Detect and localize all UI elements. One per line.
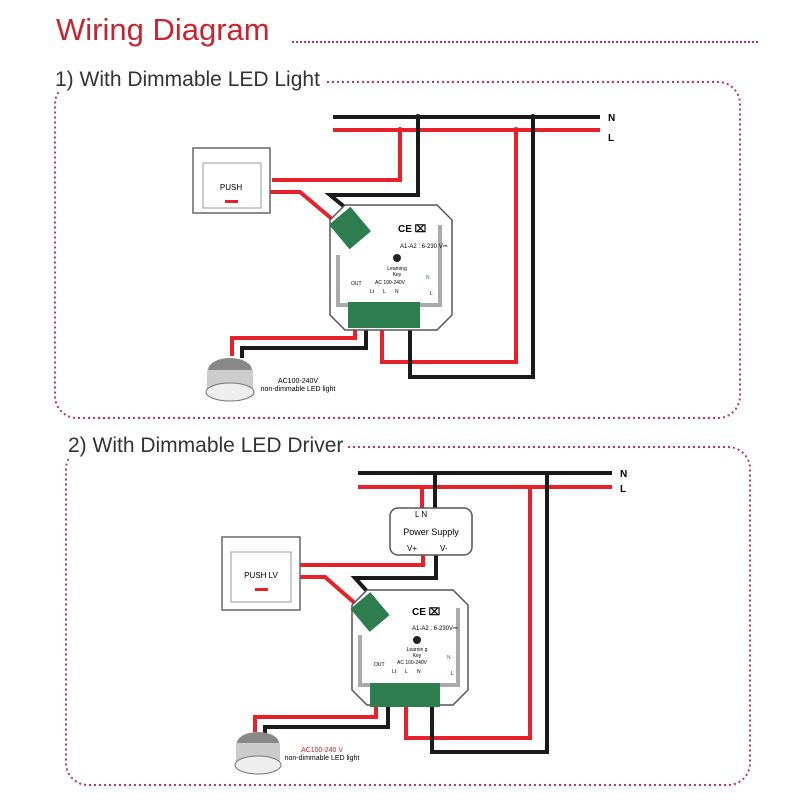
ps-input-label: L N (415, 510, 427, 519)
section-1-heading: 1) With Dimmable LED Light (55, 68, 324, 92)
wire (298, 575, 367, 614)
section-1-wiring (230, 115, 600, 379)
out-label: OUT (351, 281, 362, 287)
page-title: Wiring Diagram (56, 12, 270, 47)
lamp-voltage: AC100-240V (278, 378, 318, 385)
wire (230, 328, 357, 356)
terminal-l: L (383, 289, 386, 295)
terminal-lt: Lt (370, 289, 375, 295)
junction (513, 127, 519, 133)
lamp-type: non-dimmable LED light (261, 386, 336, 393)
wire (272, 130, 402, 182)
power-supply: L N Power Supply V+ V- (389, 507, 473, 556)
section-2-heading: 2) With Dimmable LED Driver (68, 434, 348, 458)
output-terminal (370, 683, 440, 707)
learning-key-button[interactable] (393, 254, 401, 262)
wire (324, 117, 420, 220)
wire (270, 190, 347, 232)
led-lamp (234, 732, 282, 775)
learning-key-label-2: Key (393, 272, 402, 278)
live-label: L (608, 133, 614, 144)
wire (263, 705, 390, 735)
input-terminal (328, 206, 372, 250)
wire (240, 328, 368, 358)
section-1-border (54, 81, 741, 419)
ce-mark: CE ⌧ (398, 224, 426, 235)
push-switch: PUSH LV (221, 536, 301, 611)
ps-vplus: V+ (407, 544, 417, 553)
terminal-lt: Lt (392, 669, 397, 675)
switch-label: PUSH (220, 183, 242, 192)
wire (404, 487, 532, 740)
ps-label: Power Supply (403, 527, 459, 537)
learning-key-label: Learnin g (407, 647, 428, 653)
ce-mark: CE ⌧ (412, 607, 440, 618)
dimmer-module: CE ⌧ A1-A2 : 6-230V⎓ Learnin g Key OUT A… (350, 589, 469, 707)
switch-indicator (225, 200, 238, 203)
learning-key-button[interactable] (413, 636, 421, 644)
section-2-border (65, 446, 751, 786)
n-mark: N (426, 275, 430, 281)
wire (380, 130, 518, 364)
junction (415, 114, 421, 120)
led-lamp (205, 358, 255, 402)
live-label: L (620, 484, 626, 495)
module-spec: A1-A2 : 6-230V⎓ (412, 626, 458, 632)
output-terminal (348, 302, 420, 328)
wire (430, 473, 549, 754)
wire (300, 552, 425, 567)
switch-indicator (255, 588, 268, 591)
wire (253, 705, 378, 732)
n-mark: N (447, 655, 451, 661)
out-label: OUT (374, 662, 385, 668)
terminal-l: L (405, 669, 408, 675)
wire (350, 552, 438, 602)
wire (408, 117, 535, 379)
dimmer-module: CE ⌧ A1-A2 : 6-230 V⎓ Learning Key OUT A… (328, 204, 453, 331)
terminal-n: N (395, 289, 399, 295)
push-switch: PUSH (192, 147, 271, 214)
input-terminal (350, 592, 390, 632)
neutral-label: N (620, 469, 627, 480)
module-spec: A1-A2 : 6-230 V⎓ (400, 244, 448, 250)
ac-label: AC 100-240V (397, 660, 428, 666)
learning-key-label-2: Key (413, 653, 422, 659)
junction (530, 114, 536, 120)
learning-key-label: Learning (387, 266, 407, 272)
lamp-voltage: AC100-240 V (301, 747, 343, 754)
terminal-n: N (417, 669, 421, 675)
switch-label: PUSH LV (244, 571, 278, 580)
ac-label: AC 100-240V (375, 280, 406, 286)
neutral-label: N (608, 113, 615, 124)
ps-vminus: V- (440, 544, 448, 553)
section-2-wiring (253, 471, 612, 754)
l-mark: L (430, 291, 433, 297)
junction (397, 127, 403, 133)
l-mark: L (451, 671, 454, 677)
lamp-type: non-dimmable LED light (285, 755, 360, 762)
